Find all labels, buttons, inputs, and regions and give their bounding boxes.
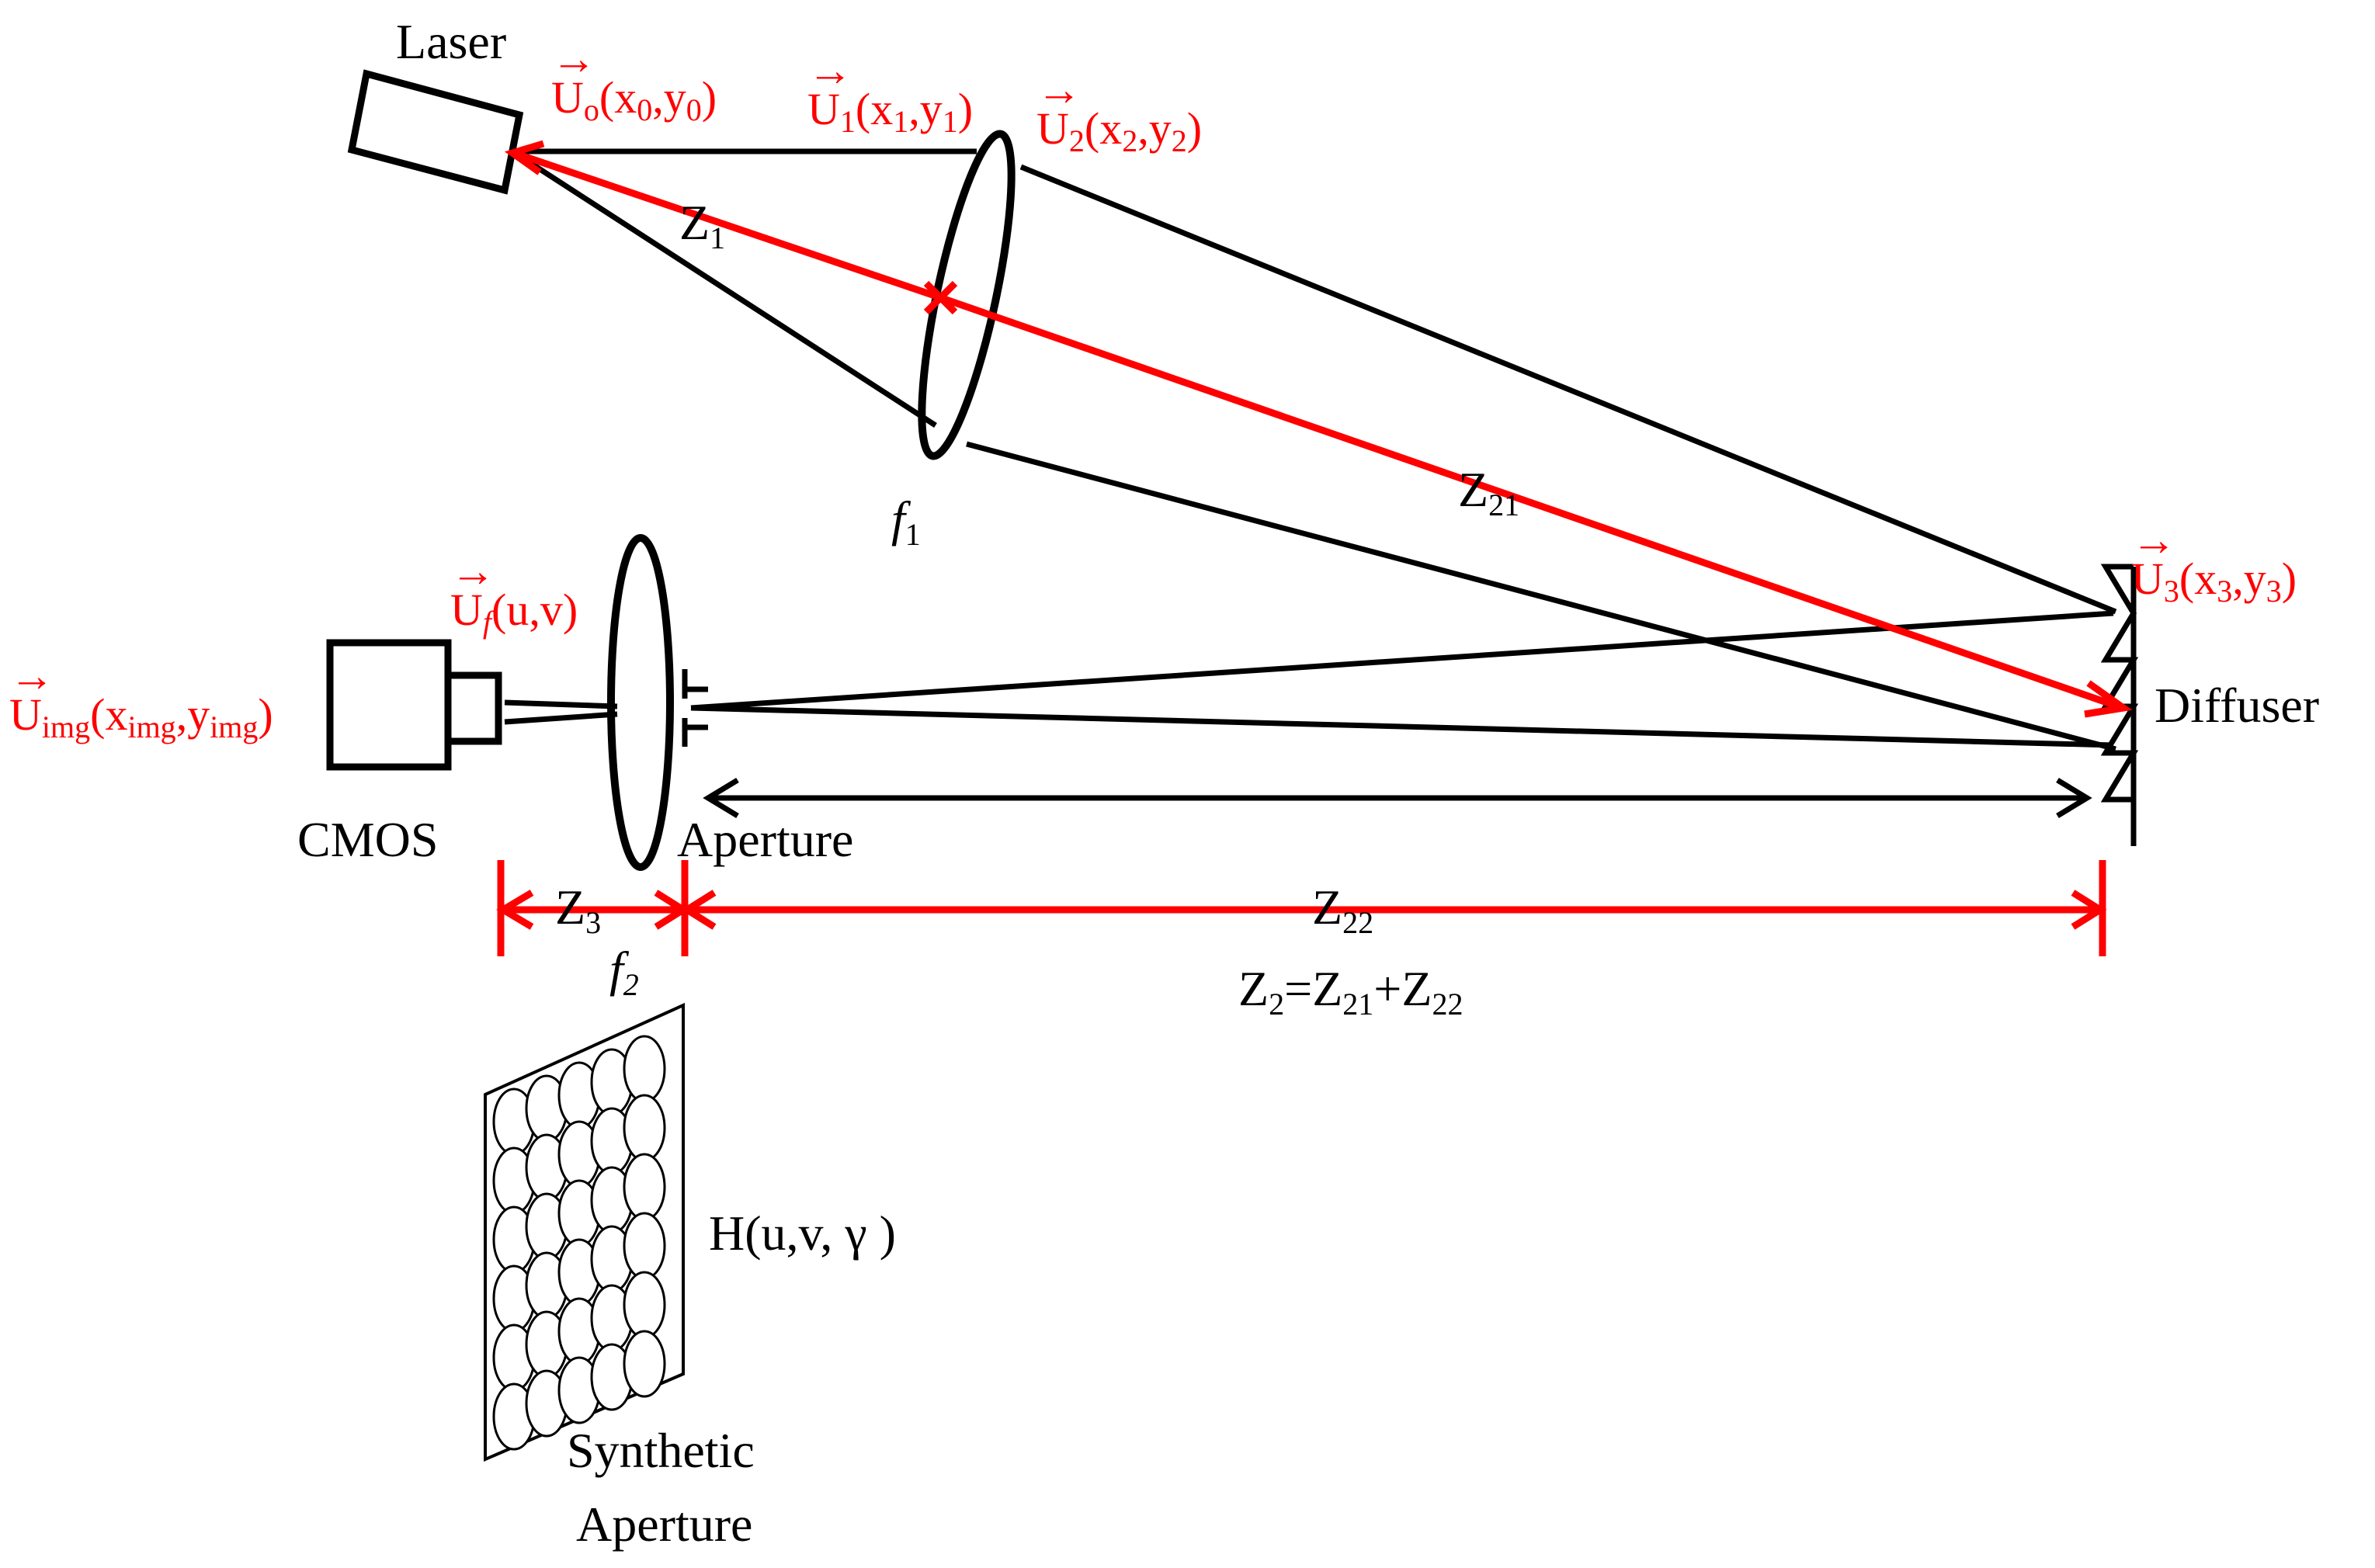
- beam-arrow-at-laser: [504, 140, 545, 175]
- z21-label: Z21: [1458, 462, 1519, 522]
- h-function-label: H(u,v, γ ): [709, 1205, 896, 1261]
- field-label-u2: → U2(x2,y2): [1036, 64, 1202, 158]
- black-ray-lines: [504, 148, 2117, 752]
- cmos-label: CMOS: [297, 812, 438, 867]
- synthetic-label-line1: Synthetic: [567, 1423, 755, 1478]
- field-label-u0: → Uo(x0,y0): [551, 33, 717, 127]
- field-label-uimg: → Uimg(ximg,yimg): [9, 650, 273, 744]
- diffuser: [2100, 564, 2139, 846]
- svg-text:Uimg(ximg,yimg): Uimg(ximg,yimg): [9, 689, 273, 744]
- svg-text:→: →: [9, 650, 54, 701]
- beam-z21: [938, 293, 2120, 710]
- z3-label: Z3: [555, 879, 601, 940]
- aperture-disk: [623, 1330, 666, 1398]
- diffuser-label: Diffuser: [2155, 678, 2319, 733]
- lens1-top-to-diffuser-ray: [1019, 164, 2117, 615]
- z2-equation: Z2=Z21+Z22: [1238, 961, 1463, 1022]
- z22-label: Z22: [1312, 879, 1373, 940]
- beam-arrow-at-diffuser: [2084, 680, 2133, 718]
- aperture-disk: [623, 1153, 666, 1221]
- aperture-label: Aperture: [677, 812, 853, 867]
- svg-text:U2(x2,y2): U2(x2,y2): [1036, 103, 1202, 158]
- lens1-center-mark-b: [923, 280, 958, 315]
- aperture-stop: [682, 669, 708, 747]
- svg-text:→: →: [807, 45, 852, 95]
- z3-z22-dimension: [496, 860, 2107, 956]
- synthetic-label-line2: Aperture: [576, 1497, 752, 1552]
- aperture-to-diffuser-top-ray: [690, 610, 2114, 711]
- red-beam-path: [504, 140, 2133, 718]
- camera-lens-mount: [444, 671, 502, 745]
- z1-label: Z1: [679, 195, 725, 255]
- beam-z1: [515, 150, 941, 301]
- f2-label: f2: [609, 942, 639, 1002]
- svg-text:→: →: [551, 33, 596, 84]
- laser-source: [347, 69, 524, 195]
- aperture-disk: [623, 1271, 666, 1339]
- svg-text:→: →: [2131, 515, 2176, 565]
- cmos-camera: [326, 639, 502, 771]
- lens1-bottom-to-diffuser-ray: [966, 441, 2116, 752]
- camera-to-lens2-top-ray: [504, 699, 618, 709]
- aperture-diffuser-distance-arrow: [703, 778, 2092, 818]
- aperture-to-diffuser-bottom-ray: [690, 705, 2114, 748]
- camera-to-lens2-bottom-ray: [504, 711, 618, 725]
- f1-label: f1: [891, 491, 921, 552]
- camera-body: [326, 639, 452, 771]
- svg-text:U3(x3,y3): U3(x3,y3): [2131, 553, 2297, 609]
- svg-text:U1(x1,y1): U1(x1,y1): [807, 84, 973, 139]
- lens-f1: [918, 130, 1016, 460]
- aperture-disk: [623, 1035, 666, 1103]
- aperture-disk: [623, 1212, 666, 1280]
- svg-text:Uo(x0,y0): Uo(x0,y0): [551, 72, 717, 127]
- svg-text:→: →: [450, 546, 495, 596]
- field-label-u3: → U3(x3,y3): [2131, 515, 2297, 609]
- field-label-uf: → Uf(u,v): [450, 546, 578, 640]
- diffuser-teeth: [2100, 564, 2139, 803]
- laser-body: [347, 69, 524, 195]
- laser-to-lens1-bottom-ray: [511, 149, 937, 428]
- svg-text:→: →: [1036, 64, 1082, 115]
- field-label-u1: → U1(x1,y1): [807, 45, 973, 139]
- aperture-disk: [623, 1094, 666, 1162]
- laser-label: Laser: [396, 14, 506, 69]
- aperture-disk-array: [492, 1035, 666, 1451]
- synthetic-aperture: [484, 1002, 685, 1462]
- svg-text:Uf(u,v): Uf(u,v): [450, 585, 578, 640]
- lens-f2: [607, 534, 674, 871]
